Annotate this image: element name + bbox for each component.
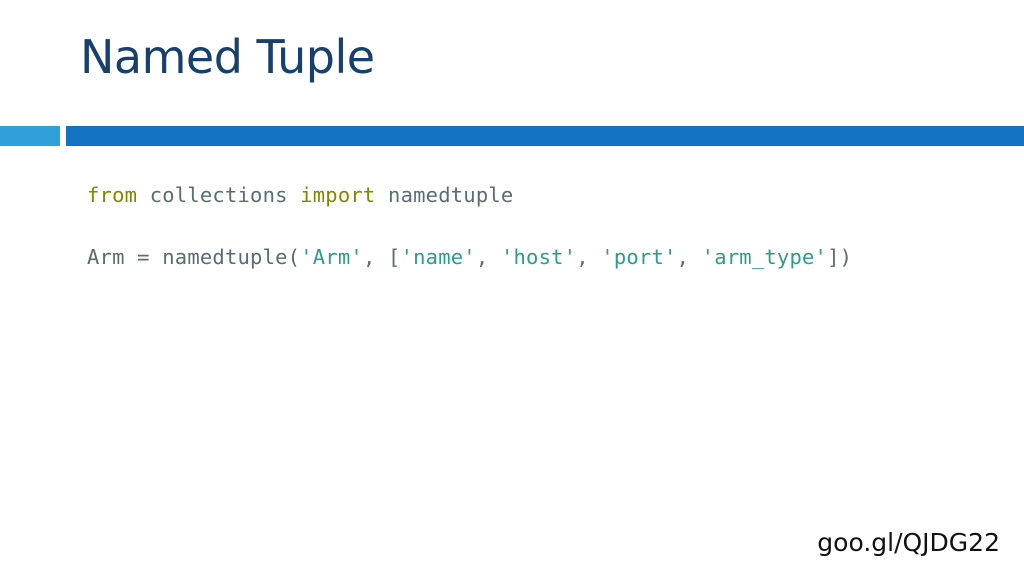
slide-title: Named Tuple [80, 30, 375, 84]
code-closing-suffix: ]) [827, 245, 853, 269]
code-separator: , [576, 245, 602, 269]
code-keyword-from: from [87, 183, 138, 207]
code-separator: , [475, 245, 501, 269]
code-separator: , [676, 245, 702, 269]
accent-bar-left [0, 126, 60, 146]
code-string-arm: 'Arm' [300, 245, 363, 269]
code-imported-name: namedtuple [375, 183, 514, 207]
code-module-name: collections [137, 183, 301, 207]
code-separator: , [ [362, 245, 401, 269]
short-link: goo.gl/QJDG22 [817, 528, 1000, 557]
code-line-namedtuple: Arm = namedtuple('Arm', ['name', 'host',… [87, 245, 852, 269]
code-line-import: from collections import namedtuple [87, 183, 513, 207]
code-string-port: 'port' [601, 245, 677, 269]
code-string-host: 'host' [500, 245, 577, 269]
code-keyword-import: import [300, 183, 376, 207]
accent-bar-right [66, 126, 1024, 146]
code-string-arm-type: 'arm_type' [701, 245, 828, 269]
code-string-name: 'name' [400, 245, 476, 269]
code-assignment-prefix: Arm = namedtuple( [87, 245, 301, 269]
